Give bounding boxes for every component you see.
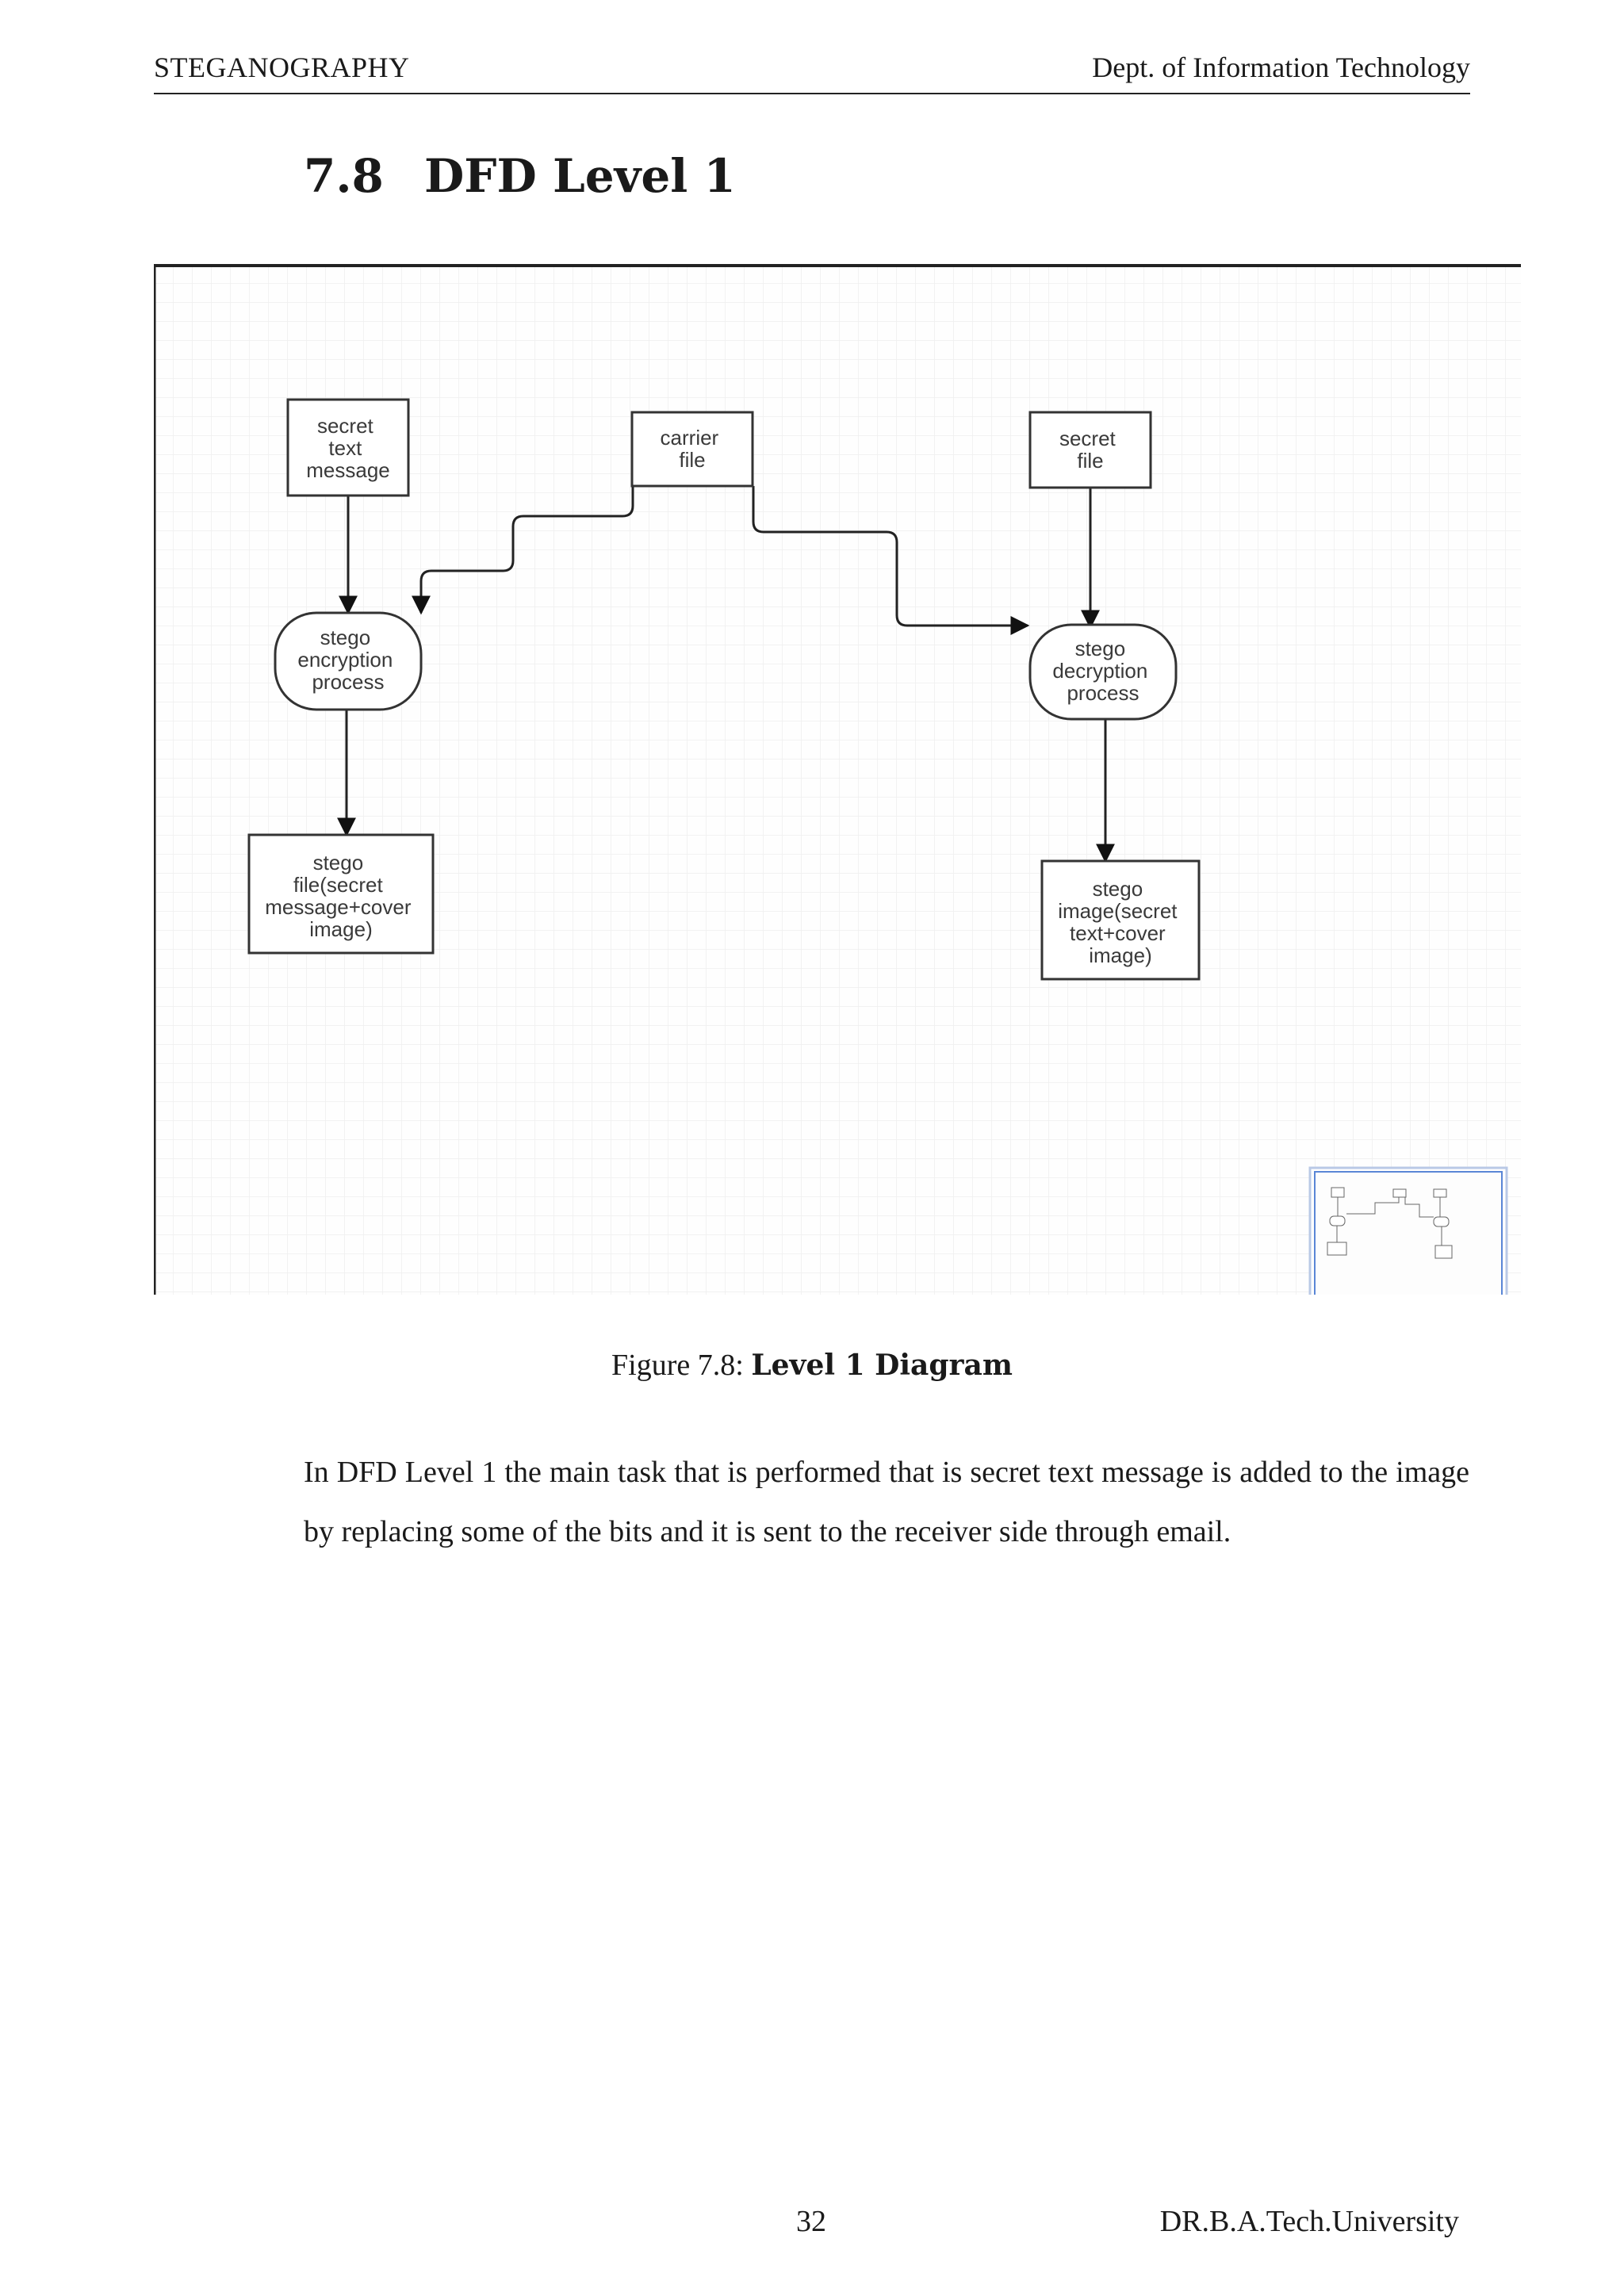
node-label-line: stego bbox=[313, 851, 364, 874]
minimap-panel[interactable] bbox=[1308, 1166, 1508, 1295]
header-rule bbox=[154, 93, 1470, 94]
node-label-line: message bbox=[306, 458, 390, 482]
node-label-line: file(secret bbox=[293, 873, 383, 897]
section-title: DFD Level 1 bbox=[424, 149, 736, 203]
node-stego-file: stego file(secret message+cover image) bbox=[247, 833, 435, 955]
svg-text:stego decryption p: stego decryption process bbox=[1052, 637, 1153, 705]
node-label-line: text bbox=[328, 436, 362, 460]
node-label-line: image) bbox=[309, 917, 372, 941]
node-label-line: stego bbox=[1075, 637, 1126, 660]
body-paragraph: In DFD Level 1 the main task that is per… bbox=[304, 1456, 1469, 1548]
node-stego-encryption-process: stego encryption process bbox=[274, 611, 423, 711]
figure-caption-title: Level 1 Diagram bbox=[751, 1349, 1013, 1382]
node-label-line: secret bbox=[1059, 427, 1116, 450]
svg-text:stego image(secret: stego image(secret text+cover image) bbox=[1058, 877, 1183, 967]
svg-text:stego encryption p: stego encryption process bbox=[297, 626, 398, 694]
node-carrier-file: carrier file bbox=[630, 411, 754, 488]
figure-caption-prefix: Figure 7.8: bbox=[611, 1349, 744, 1382]
minimap-thumbnail bbox=[1327, 1187, 1453, 1259]
svg-text:secret text messag: secret text message bbox=[306, 414, 390, 482]
section-heading: 7.8 DFD Level 1 bbox=[304, 149, 736, 203]
svg-text:secret file: secret file bbox=[1059, 427, 1121, 473]
node-secret-file: secret file bbox=[1028, 411, 1152, 489]
node-label-line: image(secret bbox=[1058, 899, 1178, 923]
dfd-level1-diagram: secret text message carrier file secret … bbox=[154, 264, 1521, 1295]
node-label-line: decryption bbox=[1052, 659, 1147, 683]
node-label-line: stego bbox=[1093, 877, 1143, 901]
arrow-carrier-to-decryption bbox=[752, 486, 1030, 635]
footer-institution: DR.B.A.Tech.University bbox=[1159, 2205, 1459, 2238]
running-header-department: Dept. of Information Technology bbox=[1092, 52, 1470, 83]
node-label-line: process bbox=[1067, 681, 1139, 705]
node-label-line: stego bbox=[320, 626, 371, 649]
node-label-line: file bbox=[1077, 449, 1103, 473]
section-number: 7.8 bbox=[304, 149, 384, 203]
node-label-line: process bbox=[312, 670, 384, 694]
node-secret-text-message: secret text message bbox=[286, 398, 410, 497]
node-label-line: secret bbox=[317, 414, 374, 438]
arrow-carrier-to-encryption bbox=[412, 486, 634, 615]
svg-text:carrier file: carrier file bbox=[661, 426, 725, 472]
node-label-line: text+cover bbox=[1070, 921, 1166, 945]
svg-text:stego file(secret: stego file(secret message+cover image) bbox=[265, 851, 417, 941]
node-label-line: message+cover bbox=[265, 895, 412, 919]
node-stego-decryption-process: stego decryption process bbox=[1028, 623, 1178, 721]
node-label-line: encryption bbox=[297, 648, 393, 672]
page-number: 32 bbox=[796, 2205, 826, 2238]
node-label-line: carrier bbox=[661, 426, 719, 450]
node-label-line: file bbox=[679, 448, 705, 472]
node-stego-image: stego image(secret text+cover image) bbox=[1040, 859, 1201, 981]
node-label-line: image) bbox=[1089, 943, 1151, 967]
running-header-title: STEGANOGRAPHY bbox=[154, 52, 410, 83]
flow-arrows bbox=[337, 486, 1115, 863]
figure-caption: Figure 7.8: Level 1 Diagram bbox=[0, 1348, 1624, 1383]
